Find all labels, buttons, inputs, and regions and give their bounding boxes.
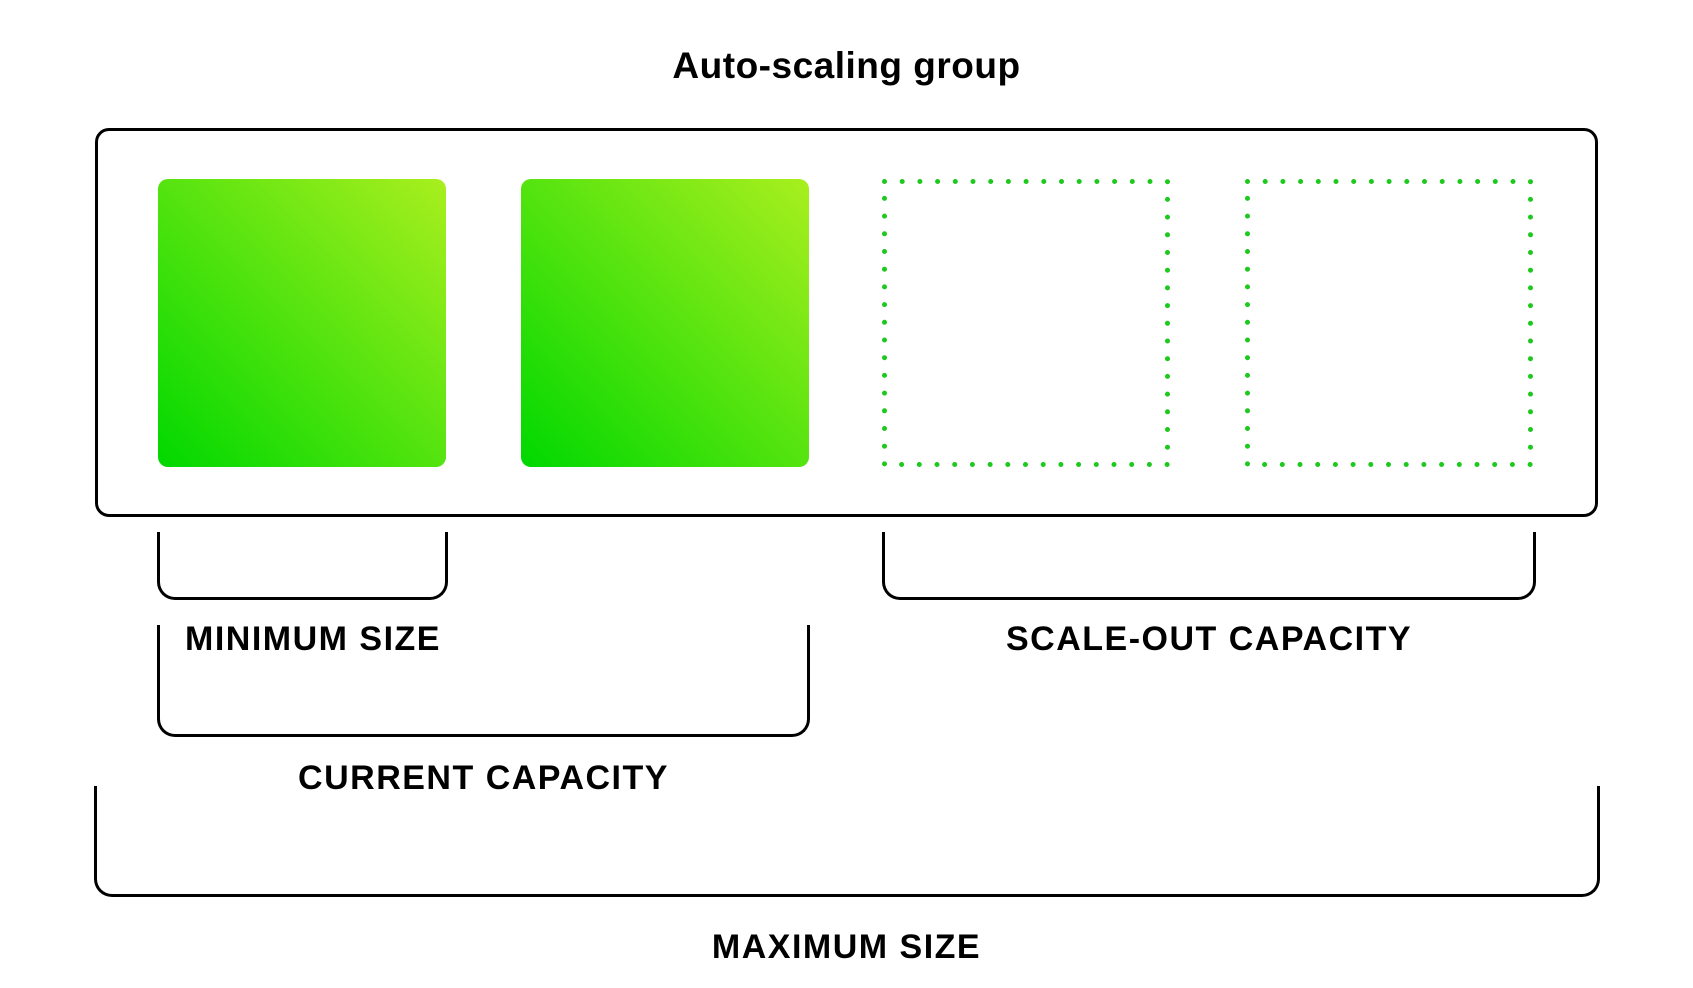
- current-capacity-bracket: [157, 625, 810, 737]
- diagram-title: Auto-scaling group: [672, 45, 1021, 86]
- instance-placeholder-2: [1245, 179, 1533, 467]
- maximum-size-bracket: [94, 786, 1600, 897]
- dotted-square-icon: [1245, 179, 1533, 467]
- minimum-size-bracket: [157, 532, 448, 600]
- instance-running-2: [521, 179, 809, 467]
- minimum-size-label: MINIMUM SIZE: [185, 620, 441, 658]
- dotted-square-icon: [882, 179, 1170, 467]
- instance-running-1: [158, 179, 446, 467]
- auto-scaling-group-box: [95, 128, 1598, 517]
- scale-out-capacity-label: SCALE-OUT CAPACITY: [1005, 620, 1413, 658]
- current-capacity-label: CURRENT CAPACITY: [298, 759, 669, 797]
- instance-placeholder-1: [882, 179, 1170, 467]
- scale-out-capacity-bracket: [882, 532, 1536, 600]
- maximum-size-label: MAXIMUM SIZE: [711, 928, 982, 966]
